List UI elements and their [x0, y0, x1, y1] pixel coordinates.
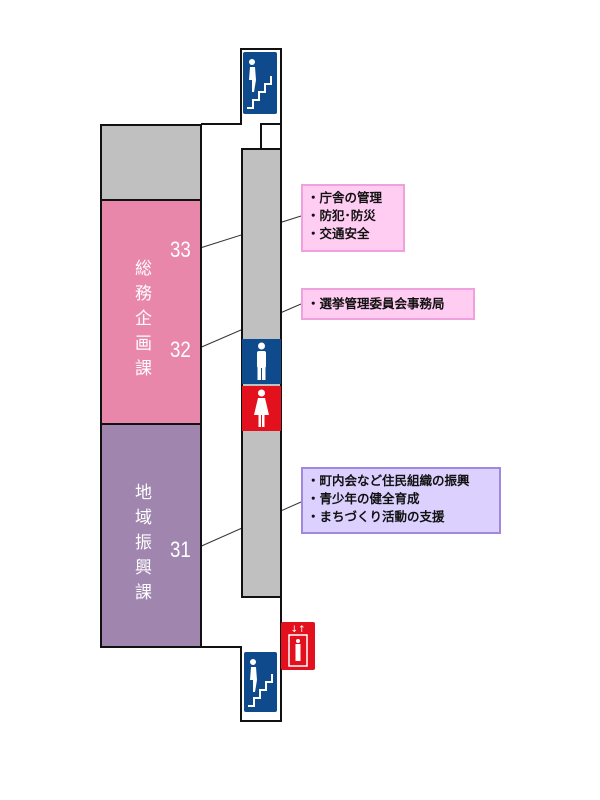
svg-text:↓↑: ↓↑: [290, 625, 305, 635]
room-chiiki-shinko: 地域振興課 31: [100, 423, 202, 648]
mens-restroom-icon: [242, 339, 281, 384]
room-number-32: 32: [170, 337, 191, 362]
womens-restroom-icon: [242, 386, 281, 431]
room-number-31: 31: [170, 537, 191, 562]
room-label: 地域振興課: [131, 483, 151, 608]
room-label: 総務企画課: [131, 259, 151, 384]
elevator-icon: ↓↑: [281, 622, 315, 670]
stairs-icon: [243, 52, 277, 114]
callout-33: 庁舎の管理 防犯･防災 交通安全: [301, 184, 405, 252]
stairs-icon: [244, 652, 277, 712]
callout-31: 町内会など住民組織の振興 青少年の健全育成 まちづくり活動の支援: [301, 467, 501, 534]
callout-32: 選挙管理委員会事務局: [301, 288, 475, 320]
room-number-33: 33: [170, 237, 191, 262]
storage-room: [100, 124, 202, 201]
room-somu-kikaku: 総務企画課 33 32: [100, 199, 202, 425]
